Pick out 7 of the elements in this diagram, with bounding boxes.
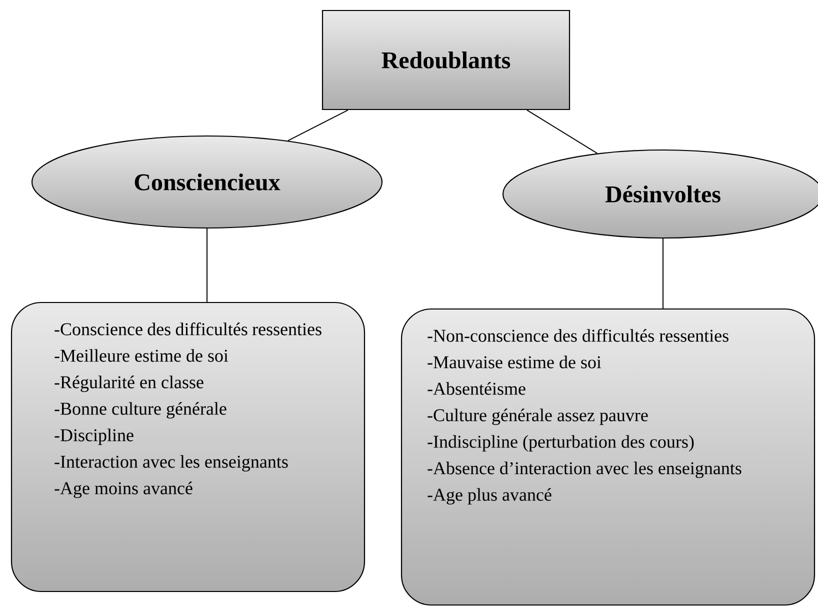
connector-line xyxy=(662,238,664,309)
connector-line xyxy=(526,110,598,154)
connector-line xyxy=(287,110,348,142)
trait-list-box: -Non-conscience des difficultés ressenties -Mauvaise estime de soi -Absentéisme -Culture générale assez pauvre -Indiscipline (perturbation des cours) -Absence d’interaction avec les enseignants -Age plus avancé xyxy=(400,308,816,606)
title-box: Redoublants xyxy=(322,10,570,110)
trait-list-box: -Conscience des difficultés ressenties -Meilleure estime de soi -Régularité en classe -Bonne culture générale -Discipline -Interaction avec les enseignants -Age moins avancé xyxy=(10,302,366,592)
connector-line xyxy=(206,228,208,302)
